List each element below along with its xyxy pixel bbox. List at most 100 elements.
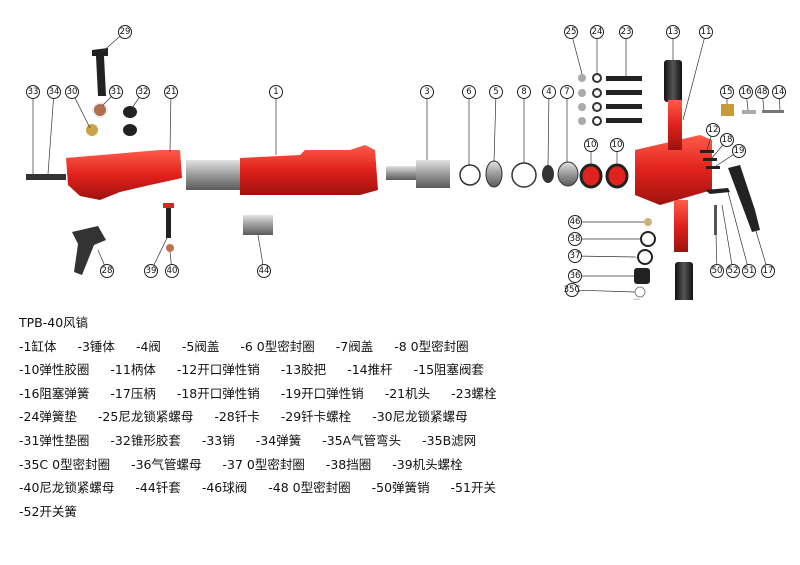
callout-7: 7 bbox=[560, 85, 574, 162]
callout-circle bbox=[610, 138, 624, 152]
leader-line bbox=[706, 136, 712, 151]
legend-item: -16阻塞弹簧 bbox=[19, 385, 90, 401]
callout-label: 10 bbox=[612, 140, 623, 150]
callout-circle bbox=[47, 85, 61, 99]
callout-circle bbox=[100, 264, 114, 278]
callout-circle bbox=[560, 85, 574, 99]
callout-label: 19 bbox=[734, 146, 745, 156]
callout-23: 23 bbox=[619, 25, 633, 76]
callout-24: 24 bbox=[590, 25, 604, 74]
part-40-nut bbox=[166, 244, 174, 252]
callout-label: 50 bbox=[712, 266, 723, 276]
legend-title: TPB-40风镐 bbox=[19, 315, 89, 330]
callout-circle bbox=[269, 85, 283, 99]
callout-label: 29 bbox=[120, 27, 131, 37]
callout-19: 19 bbox=[715, 144, 746, 167]
part-11-handle-lower bbox=[674, 200, 688, 252]
leader-line bbox=[572, 38, 583, 75]
part-11-handle-upper bbox=[668, 100, 682, 150]
legend-item: -12开口弹性销 bbox=[176, 362, 260, 378]
callout-circle bbox=[144, 264, 158, 278]
callout-circle bbox=[517, 85, 531, 99]
callout-10: 10 bbox=[584, 138, 598, 165]
legend-item: -52开关簧 bbox=[19, 503, 77, 519]
part-5-valve-cap bbox=[485, 160, 503, 188]
callout-30: 30 bbox=[65, 85, 91, 129]
callout-label: 3 bbox=[424, 87, 429, 97]
part-50-spring-pin bbox=[714, 205, 717, 235]
part-7-valve-cap bbox=[557, 161, 579, 187]
legend-item: -39机头螺栓 bbox=[392, 456, 463, 472]
legend-item: -35B滤网 bbox=[422, 432, 477, 448]
part-46-ball-valve bbox=[644, 218, 652, 226]
callout-8: 8 bbox=[517, 85, 531, 163]
callout-circle bbox=[584, 138, 598, 152]
leader-line bbox=[715, 154, 734, 167]
legend-item: -51开关 bbox=[450, 480, 496, 496]
callout-circle bbox=[462, 85, 476, 99]
callout-11: 11 bbox=[682, 25, 713, 121]
callout-label: 7 bbox=[564, 87, 569, 97]
legend-item: -40尼龙锁紧螺母 bbox=[19, 480, 115, 496]
callout-label: 11 bbox=[701, 27, 712, 37]
part-51-switch bbox=[705, 188, 730, 194]
callout-label: 30 bbox=[67, 87, 78, 97]
part-35b-filter bbox=[633, 298, 641, 300]
callout-circle bbox=[619, 25, 633, 39]
legend-item: -23螺栓 bbox=[451, 385, 497, 401]
legend-item: -11柄体 bbox=[110, 362, 156, 378]
callout-label: 35C bbox=[564, 285, 581, 295]
leader-line bbox=[493, 98, 497, 163]
callout-label: 8 bbox=[521, 87, 526, 97]
leader-line bbox=[746, 98, 749, 111]
part-14-push-rod bbox=[762, 110, 784, 113]
legend-item: -13胶把 bbox=[280, 362, 327, 378]
callout-label: 18 bbox=[722, 135, 733, 145]
legend-item: -17压柄 bbox=[110, 385, 156, 401]
callout-label: 46 bbox=[570, 217, 581, 227]
callout-36: 36 bbox=[568, 269, 634, 283]
callout-label: 40 bbox=[167, 266, 178, 276]
callout-33: 33 bbox=[26, 85, 40, 174]
part-24-25-nuts-washers bbox=[578, 73, 602, 126]
callout-circle bbox=[26, 85, 40, 99]
callout-3: 3 bbox=[420, 85, 434, 160]
legend-row: -52开关簧 bbox=[19, 500, 497, 524]
part-32-cone-sleeve bbox=[123, 106, 137, 118]
callout-circle bbox=[542, 85, 556, 99]
leader-line bbox=[257, 234, 264, 265]
legend-row: -31弹性垫圈-32锥形胶套-33销-34弹簧-35A气管弯头-35B滤网 bbox=[19, 429, 497, 453]
callout-label: 36 bbox=[570, 271, 581, 281]
callout-circle bbox=[706, 123, 720, 137]
part-3-hammer-tail bbox=[386, 166, 416, 180]
callout-label: 52 bbox=[728, 266, 739, 276]
leader-line bbox=[74, 97, 91, 129]
callout-label: 17 bbox=[763, 266, 774, 276]
part-6-o-ring bbox=[459, 164, 481, 186]
callout-18: 18 bbox=[711, 133, 734, 159]
legend-row: -10弹性胶圈-11柄体-12开口弹性销-13胶把-14推杆-15阻塞阀套 bbox=[19, 358, 497, 382]
callout-label: 33 bbox=[28, 87, 39, 97]
legend-item: -3锤体 bbox=[77, 338, 115, 354]
part-17-lever bbox=[728, 165, 760, 232]
callout-10: 10 bbox=[610, 138, 624, 165]
legend-item: -38挡圈 bbox=[325, 456, 372, 472]
callout-circle bbox=[568, 249, 582, 263]
callout-circle bbox=[257, 264, 271, 278]
legend-row: -35C 0型密封圈-36气管螺母-37 0型密封圈-38挡圈-39机头螺栓 bbox=[19, 453, 497, 477]
leader-line bbox=[581, 255, 639, 258]
part-10-rubber-ring-2 bbox=[605, 163, 629, 189]
callout-label: 25 bbox=[566, 27, 577, 37]
callout-label: 31 bbox=[111, 87, 122, 97]
legend-item: -31弹性垫圈 bbox=[19, 432, 90, 448]
part-38-retainer bbox=[640, 231, 656, 247]
callout-31: 31 bbox=[101, 85, 123, 107]
legend-item: -46球阀 bbox=[201, 480, 248, 496]
legend-item: -33销 bbox=[201, 432, 235, 448]
callout-40: 40 bbox=[165, 251, 179, 278]
callout-label: 16 bbox=[741, 87, 752, 97]
part-28-chisel-retainer bbox=[72, 226, 106, 275]
legend-item: -18开口弹性销 bbox=[176, 385, 260, 401]
parts-legend: TPB-40风镐 -1缸体-3锤体-4阀-5阀盖-6 0型密封圈-7阀盖-8 0… bbox=[19, 311, 497, 523]
